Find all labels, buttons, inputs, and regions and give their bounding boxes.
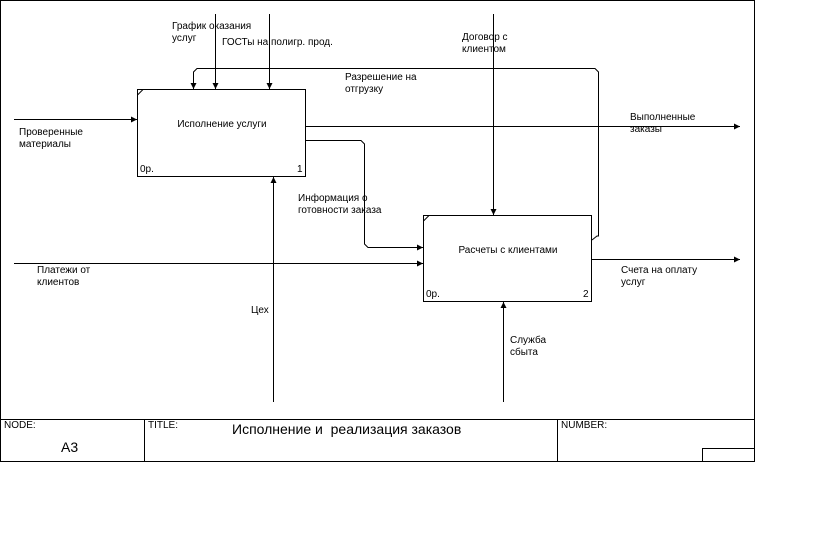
arrow-order-readiness (306, 140, 423, 251)
label-gost: ГОСТы на полигр. прод. (222, 37, 333, 48)
label-workshop: Цех (251, 305, 269, 316)
footer-node-label: NODE: (4, 420, 36, 431)
activity-box-1-number: 1 (297, 164, 303, 175)
footer-number-label: NUMBER: (561, 420, 608, 431)
activity-box-1-corner (137, 89, 144, 96)
activity-box-2-number: 2 (583, 289, 589, 300)
activity-box-1-title: Исполнение услуги (177, 119, 267, 130)
activity-box-2-title: Расчеты с клиентами (458, 245, 558, 256)
footer-title-value: Исполнение и реализация заказов (232, 421, 462, 437)
activity-box-2-corner (423, 215, 430, 222)
footer-node-value: А3 (61, 439, 79, 455)
activity-box-1[interactable] (137, 89, 306, 177)
activity-box-1-cost: 0р. (140, 164, 154, 175)
label-checked-materials: Проверенные материалы (19, 127, 83, 150)
label-completed-orders: Выполненные заказы (630, 112, 696, 135)
label-contract: Договор с клиентом (462, 32, 508, 55)
activity-box-2[interactable] (423, 215, 592, 302)
label-order-readiness: Информация о готовности заказа (298, 193, 382, 216)
label-schedule: График оказания услуг (172, 21, 252, 44)
label-invoices: Счета на оплату услуг (621, 265, 698, 288)
footer-page-notch (702, 448, 755, 462)
label-client-payments: Платежи от клиентов (37, 265, 91, 288)
diagram-frame (0, 0, 755, 462)
footer-title-label: TITLE: (148, 420, 179, 431)
label-sales-service: Служба сбыта (510, 335, 547, 358)
label-permission: Разрешение на отгрузку (345, 72, 417, 95)
arrow-permission (190, 68, 599, 241)
activity-box-2-cost: 0р. (426, 289, 440, 300)
